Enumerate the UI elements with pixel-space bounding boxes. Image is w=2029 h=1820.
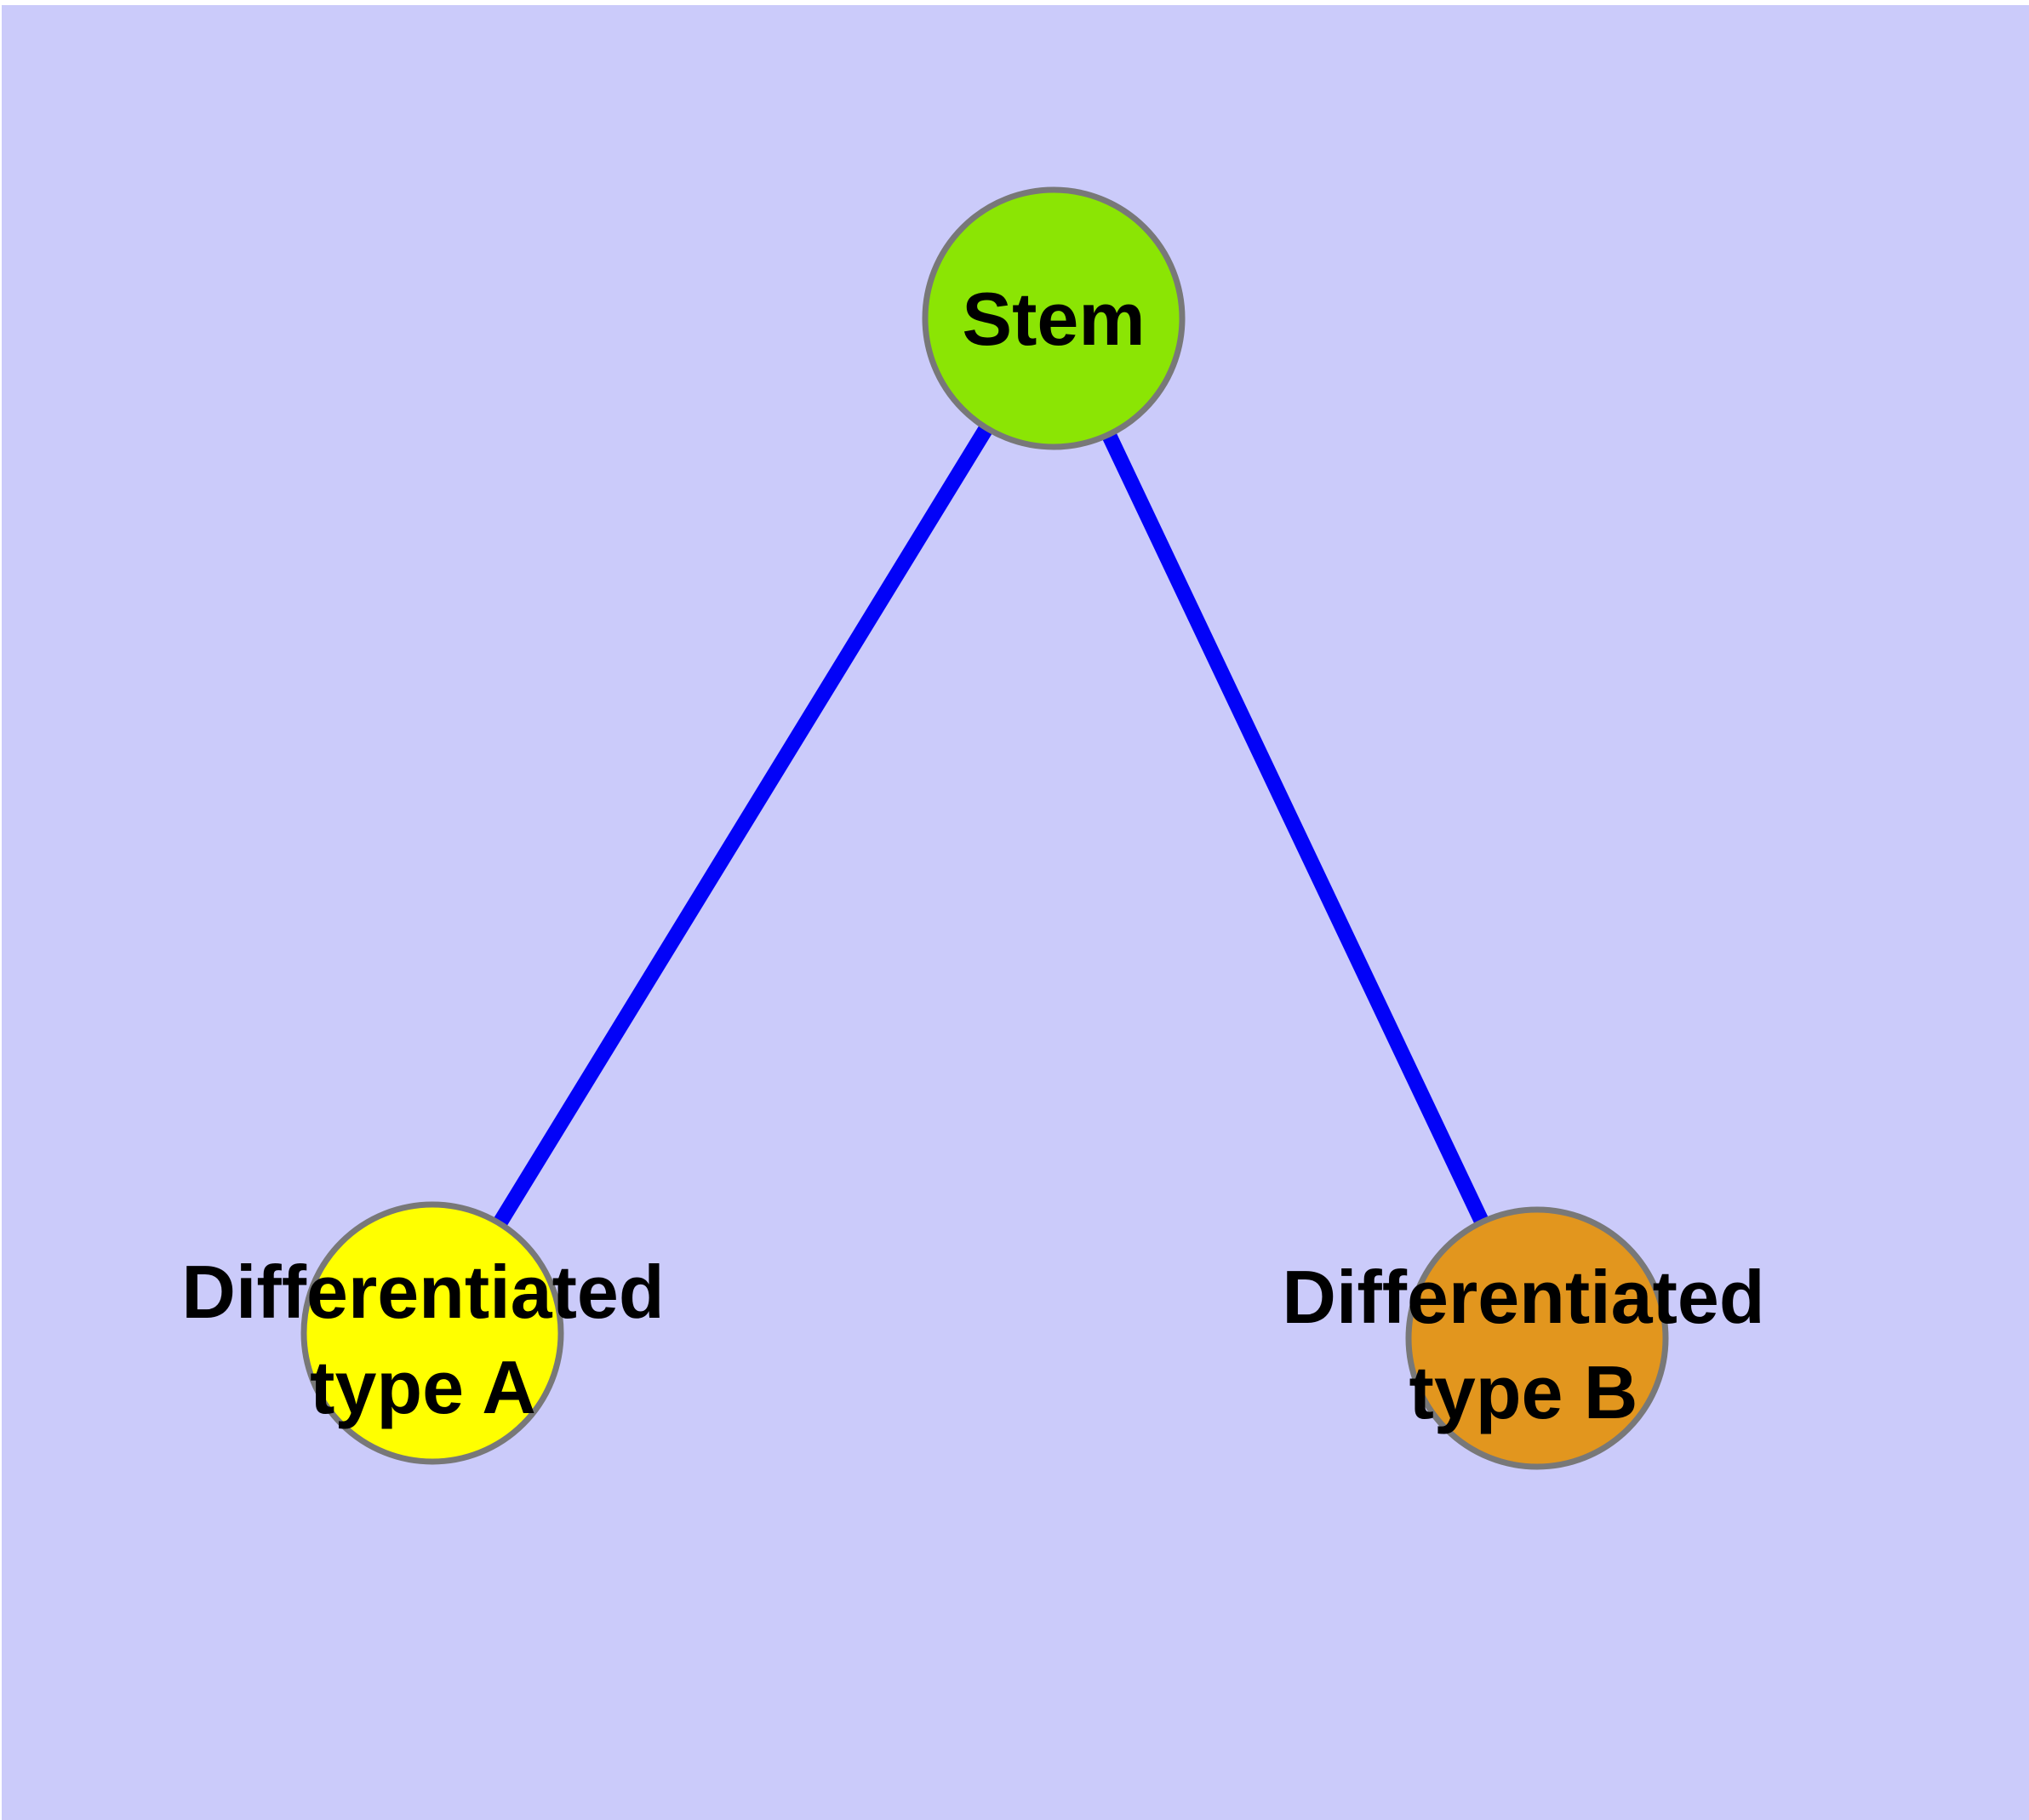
node-type-a-label-line2: type A <box>310 1345 536 1429</box>
node-type-b-circle <box>1405 1206 1669 1470</box>
edge-stem-to-type-b <box>1046 315 1545 1342</box>
node-type-a-label-line1: Differentiated <box>181 1250 664 1334</box>
edge-stem-to-type-a <box>426 314 1060 1337</box>
node-stem-circle <box>922 186 1186 450</box>
node-type-b-label-line1: Differentiated <box>1282 1255 1764 1339</box>
node-stem-label: Stem <box>962 277 1145 361</box>
node-type-a-circle <box>300 1201 564 1465</box>
node-type-b-label-line2: type B <box>1409 1350 1638 1434</box>
